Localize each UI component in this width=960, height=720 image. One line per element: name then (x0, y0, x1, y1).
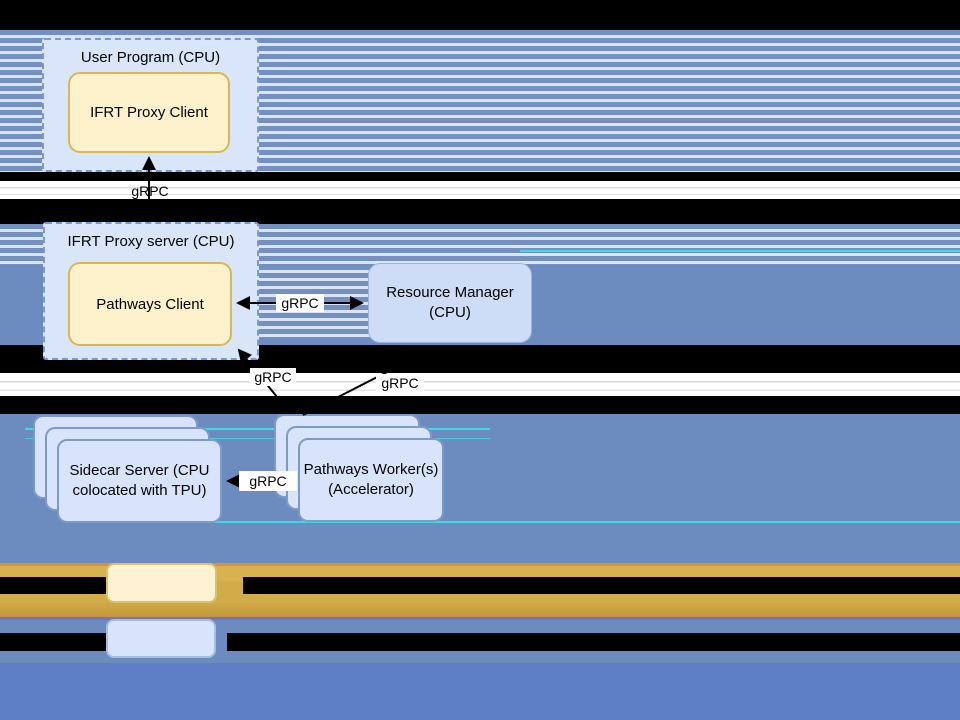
cyan-glitch-line-3 (25, 438, 490, 439)
pathways-client-label: Pathways Client (96, 295, 204, 313)
purple-glitch-line (0, 617, 960, 620)
grpc-label-right-diagonal: gRPC (376, 374, 424, 392)
legend-yellow-swatch (106, 563, 217, 603)
ifrt-proxy-client-node: IFRT Proxy Client (68, 72, 230, 153)
cyan-glitch-line-2 (25, 428, 490, 430)
legend-blue-swatch (106, 619, 216, 658)
pathways-workers-label-line1: Pathways Worker(s) (303, 461, 439, 478)
resource-manager-label-line1: Resource Manager (386, 284, 514, 301)
user-program-title: User Program (CPU) (80, 49, 221, 66)
gray-glitch-line (260, 121, 960, 123)
orange-glitch-line (0, 563, 960, 566)
resource-manager-label-line2: (CPU) (429, 304, 471, 321)
ifrt-proxy-server-title: IFRT Proxy server (CPU) (67, 233, 235, 250)
pathways-workers-label-line2: (Accelerator) (328, 481, 414, 498)
white-band-1 (0, 181, 960, 199)
grpc-label-client-rm: gRPC (276, 294, 324, 312)
cyan-glitch-line-4 (130, 521, 960, 523)
sidecar-server-node: Sidecar Server (CPU colocated with TPU) (57, 439, 222, 523)
grpc-label-sidecar-workers: gRPC (239, 471, 297, 491)
legend-row1-redacted-text (243, 577, 960, 594)
sidecar-server-label-line2: colocated with TPU) (72, 482, 207, 499)
legend-row2-redacted-left (0, 633, 106, 651)
white-band-2 (0, 373, 960, 396)
blue-band-bottom (0, 663, 960, 720)
sidecar-server-label-line1: Sidecar Server (CPU (69, 462, 210, 479)
grpc-label-left-diagonal: gRPC (250, 368, 296, 386)
legend-row1-redacted-left (0, 577, 106, 594)
pathways-workers-node: Pathways Worker(s) (Accelerator) (298, 438, 444, 522)
ifrt-proxy-client-label: IFRT Proxy Client (90, 104, 208, 121)
pathways-client-node: Pathways Client (68, 262, 232, 346)
legend-row2-redacted-text (227, 633, 960, 651)
cyan-glitch-line-1 (520, 250, 960, 252)
grpc-label-top: gRPC (131, 183, 169, 199)
resource-manager-node: Resource Manager (CPU) (368, 263, 532, 343)
